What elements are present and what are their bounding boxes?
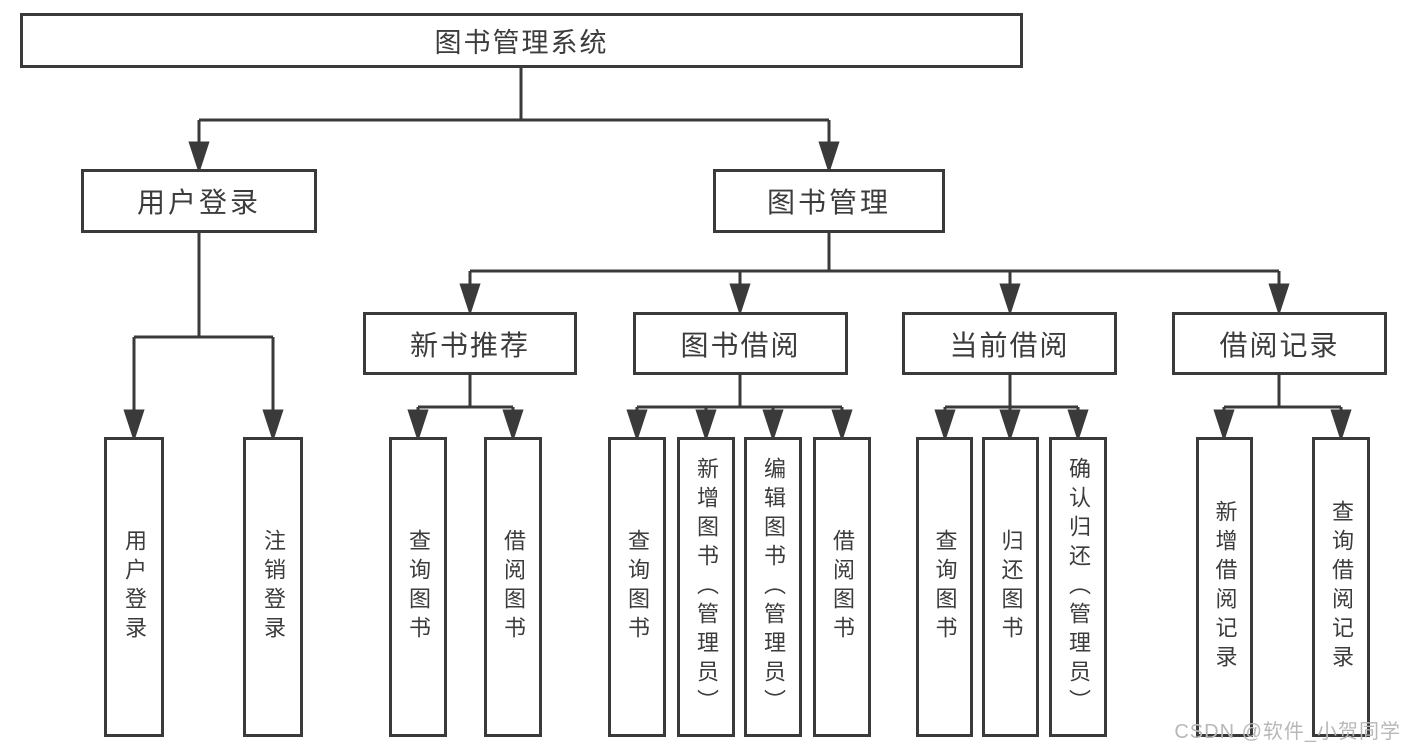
node-label: 查询图书 [625,529,650,645]
node-root: 图书管理系统 [20,13,1023,68]
arrow-down-icon [729,283,751,316]
watermark: CSDN @软件_小贺同学 [1174,721,1401,743]
node-nb-borrow-book: 借阅图书 [484,437,542,737]
node-label: 当前借阅 [949,329,1070,361]
node-bb-add-book: 新增图书（管理员） [677,437,735,737]
arrow-down-icon [262,409,284,442]
node-label: 借阅图书 [501,529,526,645]
node-new-book-recommendation: 新书推荐 [363,312,577,375]
node-br-add-record: 新增借阅记录 [1196,437,1253,737]
node-bb-borrow-book: 借阅图书 [813,437,871,737]
node-borrowing-records: 借阅记录 [1172,312,1387,375]
arrow-down-icon [626,409,648,442]
arrow-down-icon [1330,409,1352,442]
node-label: 借阅图书 [830,529,855,645]
connector-root-to-level2 [188,68,840,174]
node-cb-return-book: 归还图书 [982,437,1039,737]
node-book-borrowing: 图书借阅 [633,312,848,375]
node-label: 确认归还（管理员） [1066,456,1091,718]
arrow-down-icon [831,409,853,442]
node-label: 新增图书（管理员） [694,456,719,718]
node-label: 查询图书 [932,529,958,645]
node-bb-query-book: 查询图书 [608,437,666,737]
arrow-down-icon [407,409,429,442]
node-label: 借阅记录 [1219,329,1340,361]
arrow-down-icon [1213,409,1235,442]
node-label: 用户登录 [136,187,261,218]
node-label: 新增借阅记录 [1212,500,1238,674]
arrow-down-icon [123,409,145,442]
node-cb-confirm-return: 确认归还（管理员） [1049,437,1107,737]
node-user-login: 用户登录 [81,169,317,233]
node-bb-edit-book: 编辑图书（管理员） [744,437,802,737]
arrow-down-icon [934,409,956,442]
arrow-down-icon [459,283,481,316]
node-nb-query-book: 查询图书 [389,437,447,737]
node-book-management: 图书管理 [713,169,945,233]
node-label: 注销登录 [261,529,286,645]
node-current-borrowing: 当前借阅 [902,312,1117,375]
node-label: 图书管理 [766,187,891,218]
node-label: 查询图书 [406,529,431,645]
connector-book-borrowing-children [626,375,853,442]
node-logout: 注销登录 [243,437,303,737]
node-login: 用户登录 [104,437,164,737]
node-label: 归还图书 [998,529,1024,645]
node-label: 编辑图书（管理员） [761,456,786,718]
connector-user-login-children [123,233,284,442]
node-br-query-record: 查询借阅记录 [1312,437,1370,737]
node-label: 图书管理系统 [434,28,609,58]
connector-borrowing-records-children [1213,375,1352,442]
connector-new-book-recommendation-children [407,375,524,442]
arrow-down-icon [818,141,840,174]
node-label: 查询借阅记录 [1329,500,1354,674]
arrow-down-icon [999,409,1021,442]
connector-current-borrowing-children [934,375,1089,442]
arrow-down-icon [1067,409,1089,442]
node-label: 用户登录 [122,529,147,645]
node-label: 新书推荐 [409,329,530,361]
arrow-down-icon [1268,283,1290,316]
arrow-down-icon [999,283,1021,316]
connector-book-management-children [459,233,1290,316]
arrow-down-icon [188,141,210,174]
node-cb-query-book: 查询图书 [916,437,973,737]
arrow-down-icon [762,409,784,442]
arrow-down-icon [695,409,717,442]
node-label: 图书借阅 [680,329,801,361]
arrow-down-icon [502,409,524,442]
